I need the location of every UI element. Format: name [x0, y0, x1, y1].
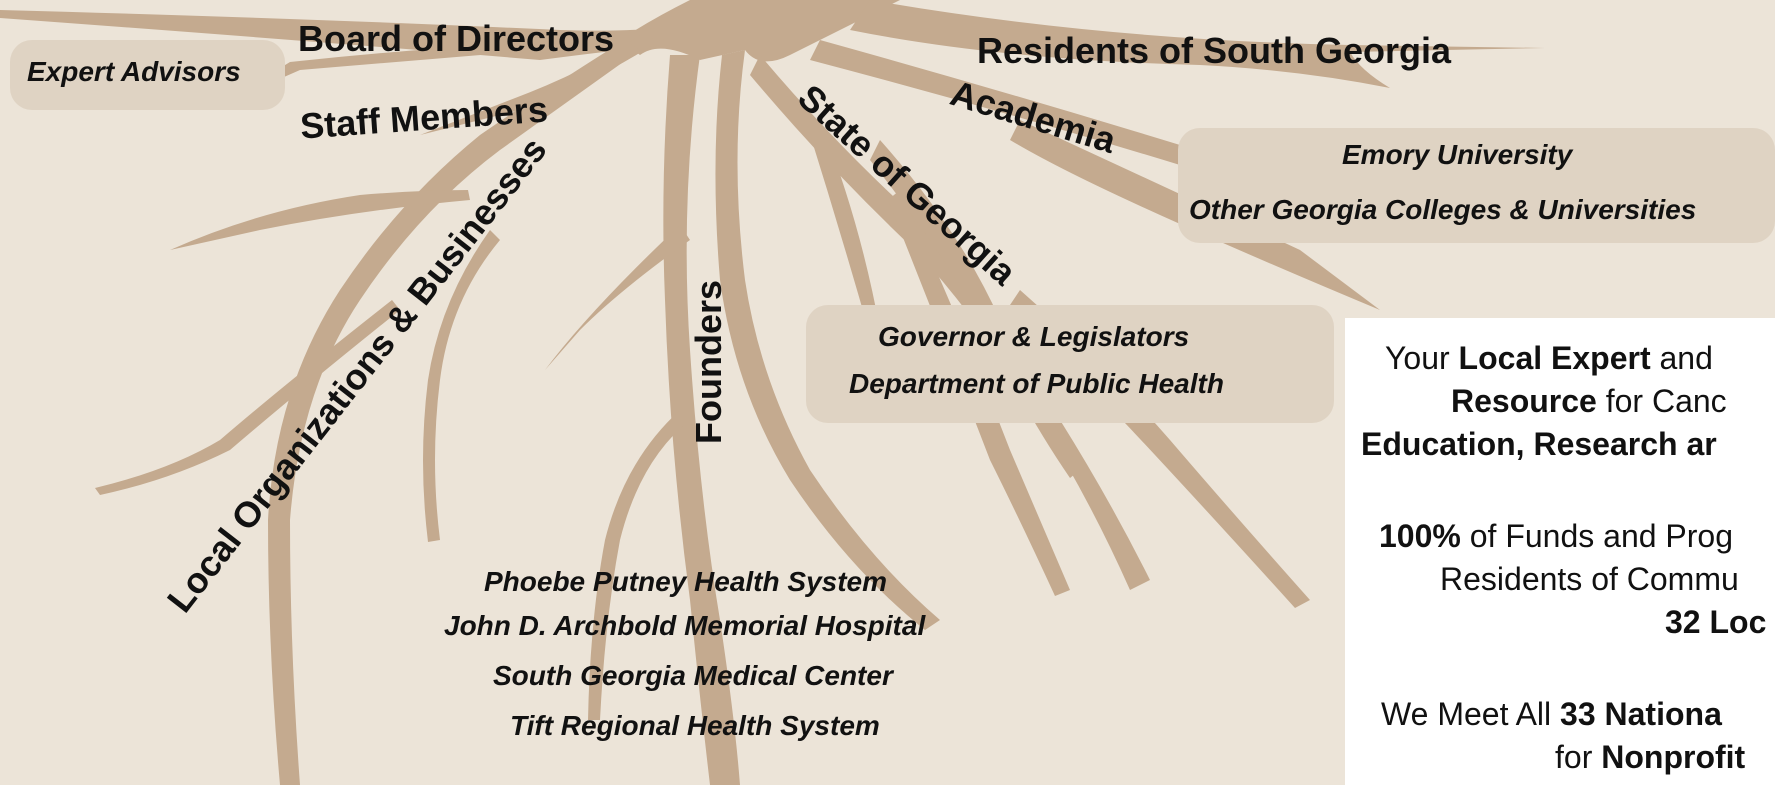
- info-line-1: Your Local Expert and: [1385, 340, 1713, 376]
- academia-item-other: Other Georgia Colleges & Universities: [1189, 194, 1697, 225]
- academia-box: [1178, 128, 1775, 243]
- state-item-governor: Governor & Legislators: [878, 321, 1190, 352]
- state-item-dph: Department of Public Health: [849, 368, 1224, 399]
- expert-advisors-box: [10, 40, 285, 110]
- info-line-8: for Nonprofit: [1555, 739, 1746, 775]
- info-line-6: 32 Loc: [1665, 604, 1767, 640]
- expert-advisors-label: Expert Advisors: [27, 56, 241, 87]
- founders-item-archbold: John D. Archbold Memorial Hospital: [444, 610, 926, 641]
- board-of-directors-label: Board of Directors: [298, 18, 615, 59]
- founders-item-phoebe: Phoebe Putney Health System: [484, 566, 888, 597]
- founders-item-tift: Tift Regional Health System: [510, 710, 880, 741]
- info-line-3: Education, Research ar: [1361, 426, 1717, 462]
- info-panel: Your Local Expert and Resource for Canc …: [1345, 318, 1775, 785]
- info-line-7: We Meet All 33 Nationa: [1381, 696, 1722, 732]
- info-line-4: 100% of Funds and Prog: [1379, 518, 1734, 554]
- info-line-5: Residents of Commu: [1440, 561, 1739, 597]
- residents-label: Residents of South Georgia: [977, 30, 1452, 71]
- academia-item-emory: Emory University: [1342, 139, 1573, 170]
- founders-label: Founders: [688, 279, 730, 445]
- state-box: [806, 305, 1334, 423]
- info-line-2: Resource for Canc: [1451, 383, 1727, 419]
- founders-item-sgmc: South Georgia Medical Center: [493, 660, 893, 691]
